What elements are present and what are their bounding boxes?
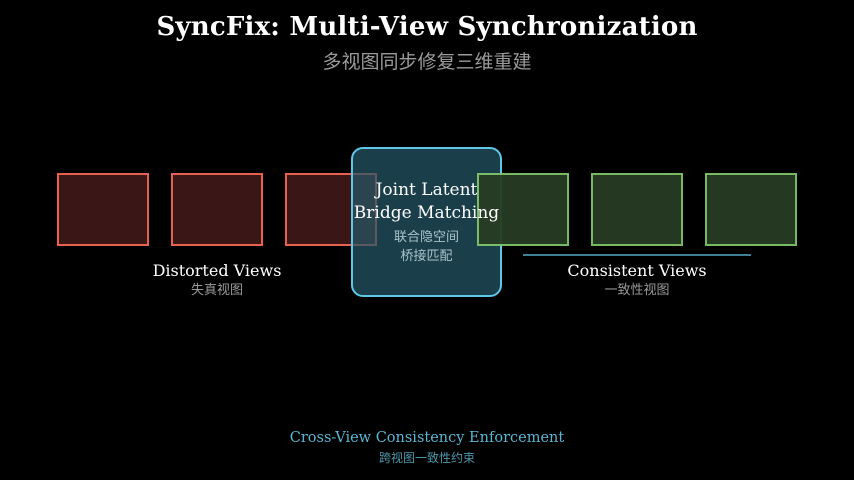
bridge-sub-line-1: 联合隐空间 xyxy=(393,230,459,245)
footer-label: Cross-View Consistency Enforcement xyxy=(289,430,565,446)
bridge-title-line-1: Joint Latent xyxy=(375,180,478,200)
bridge-title-line-2: Bridge Matching xyxy=(353,203,500,223)
distorted-view-2 xyxy=(171,173,263,246)
footer-sublabel: 跨视图一致性约束 xyxy=(378,451,475,465)
consistent-views-sublabel: 一致性视图 xyxy=(604,283,670,298)
bridge-subtitle: 联合隐空间 桥接匹配 xyxy=(351,228,502,266)
page-subtitle: 多视图同步修复三维重建 xyxy=(322,51,532,73)
consistent-underline xyxy=(523,254,751,256)
consistent-view-2 xyxy=(591,173,683,246)
distorted-views-sublabel: 失真视图 xyxy=(190,283,243,298)
consistent-view-3 xyxy=(705,173,797,246)
consistent-views-label: Consistent Views xyxy=(567,261,707,280)
bridge-matching-box xyxy=(351,147,502,297)
bridge-sub-line-2: 桥接匹配 xyxy=(400,249,453,264)
consistent-view-1 xyxy=(477,173,569,246)
bridge-title: Joint Latent Bridge Matching xyxy=(340,179,513,225)
page-title: SyncFix: Multi-View Synchronization xyxy=(156,12,698,42)
distorted-views-label: Distorted Views xyxy=(152,261,282,280)
distorted-view-1 xyxy=(57,173,149,246)
